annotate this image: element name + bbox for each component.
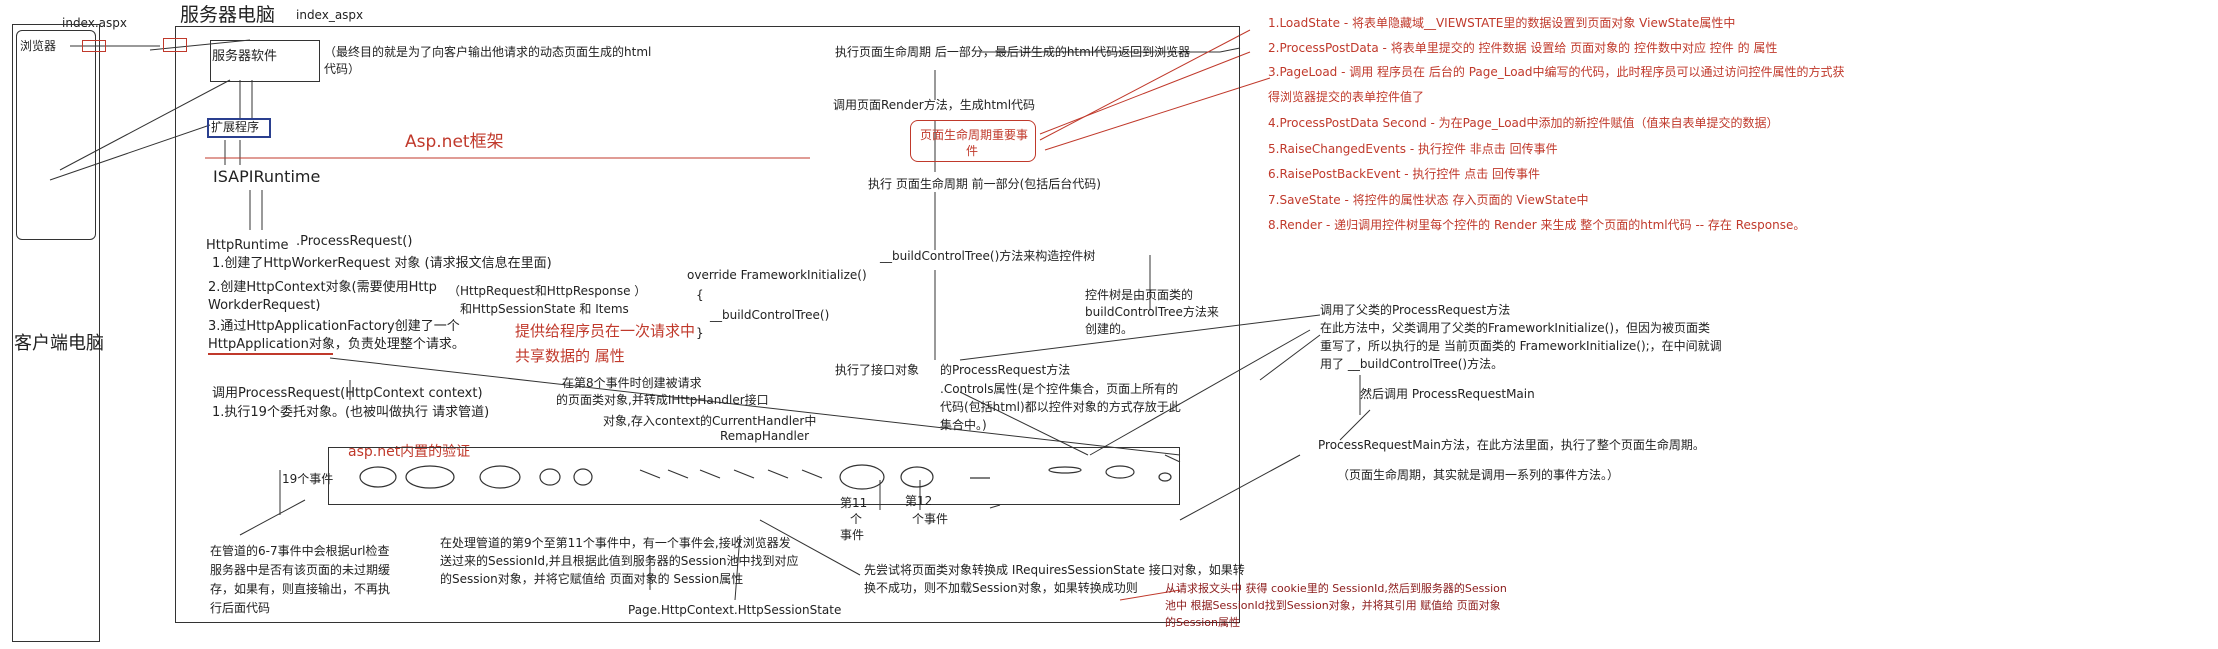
- index-aspx-right-label: index_aspx: [296, 8, 364, 22]
- lifecycle-front-label: 执行 页面生命周期 前一部分(包括后台代码): [868, 177, 1101, 191]
- event12-b: 个事件: [912, 512, 949, 526]
- server-request-marker: [163, 38, 187, 52]
- nineteen-events-label: 19个事件: [282, 472, 334, 486]
- important-events-1: 页面生命周期重要事: [920, 128, 1029, 142]
- tree-note-1: 控件树是由页面类的: [1085, 288, 1194, 302]
- session-convert-1: 先尝试将页面类对象转换成 IRequiresSessionState 接口对象，…: [864, 563, 1245, 577]
- controls-note-2: 代码(包括html)都以控件对象的方式存放于此: [940, 400, 1181, 414]
- session-note-1: 在处理管道的第9个至第11个事件中，有一个事件会,接收浏览器发: [440, 536, 791, 550]
- context-note-1: （HttpRequest和HttpResponse ）: [448, 284, 647, 298]
- parent-note-6: ProcessRequestMain方法，在此方法里面，执行了整个页面生命周期。: [1318, 438, 1705, 452]
- event8-note-3: 对象,存入context的CurrentHandler中: [603, 414, 817, 428]
- important-events-2: 件: [966, 144, 979, 158]
- cache-note-1: 在管道的6-7事件中会根据url检查: [210, 544, 390, 558]
- request-marker: [82, 40, 106, 52]
- override-label: override FrameworkInitialize(): [687, 268, 867, 282]
- event8-note-1: 在第8个事件时创建被请求: [562, 376, 702, 390]
- call-process-request: 调用ProcessRequest(HttpContext context): [212, 386, 483, 401]
- lifecycle-event-item: 6.RaisePostBackEvent - 执行控件 点击 回传事件: [1268, 167, 1541, 181]
- cache-note-4: 行后面代码: [210, 601, 271, 615]
- step-3a: 3.通过HttpApplicationFactory创建了一个: [208, 319, 460, 334]
- context-note-2: 和HttpSessionState 和 Items: [460, 302, 629, 316]
- exec-interface-label: 执行了接口对象: [835, 363, 920, 377]
- parent-note-2: 在此方法中，父类调用了父类的FrameworkInitialize()，但因为被…: [1320, 321, 1711, 335]
- important-events-box: [910, 120, 1036, 162]
- lifecycle-end-label: 执行页面生命周期 后一部分，最后讲生成的html代码返回到浏览器: [835, 45, 1191, 59]
- index-aspx-label: index.aspx: [62, 16, 127, 30]
- httpruntime-label: HttpRuntime: [206, 238, 289, 253]
- controls-note-3: 集合中。): [940, 418, 987, 432]
- session-cookie-3: 的Session属性: [1165, 616, 1240, 629]
- server-computer-title: 服务器电脑: [180, 4, 276, 26]
- pipeline-box: [328, 447, 1180, 505]
- event11-c: 事件: [840, 528, 865, 542]
- session-path: Page.HttpContext.HttpSessionState: [628, 603, 842, 617]
- application-underline: [208, 353, 333, 355]
- cache-note-3: 存，如果有，则直接输出，不再执: [210, 582, 391, 596]
- remap-handler-label: RemapHandler: [720, 429, 810, 443]
- step-2b: WorkderRequest): [208, 298, 321, 313]
- lifecycle-event-item: 7.SaveState - 将控件的属性状态 存入页面的 ViewState中: [1268, 193, 1589, 207]
- session-cookie-2: 池中 根据SessionId找到Session对象，并将其引用 赋值给 页面对象: [1165, 599, 1501, 612]
- parent-note-7: （页面生命周期，其实就是调用一系列的事件方法。）: [1337, 468, 1620, 482]
- controls-note-1: .Controls属性(是个控件集合，页面上所有的: [940, 382, 1179, 396]
- build-tree-label: __buildControlTree()方法来构造控件树: [880, 249, 1096, 263]
- lifecycle-event-item: 5.RaiseChangedEvents - 执行控件 非点击 回传事件: [1268, 142, 1558, 156]
- session-convert-2: 换不成功，则不加载Session对象，如果转换成功则: [864, 581, 1138, 595]
- step-1: 1.创建了HttpWorkerRequest 对象 (请求报文信息在里面): [212, 256, 552, 271]
- parent-note-3: 重写了，所以执行的是 当前页面类的 FrameworkInitialize();…: [1320, 339, 1722, 353]
- lifecycle-event-item: 8.Render - 递归调用控件树里每个控件的 Render 来生成 整个页面…: [1268, 218, 1806, 232]
- event11-b: 个: [850, 512, 863, 526]
- session-note-2: 送过来的SessionId,并且根据此值到服务器的Session池中找到对应: [440, 554, 799, 568]
- server-software-box: [210, 40, 320, 82]
- step-3b: HttpApplication对象，负责处理整个请求。: [208, 337, 465, 352]
- lifecycle-event-item: 4.ProcessPostData Second - 为在Page_Load中添…: [1268, 116, 1779, 130]
- browser-window: [16, 30, 96, 240]
- lifecycle-event-item: 1.LoadState - 将表单隐藏域__VIEWSTATE里的数据设置到页面…: [1268, 16, 1736, 30]
- tree-note-2: buildControlTree方法来: [1085, 305, 1219, 319]
- server-computer-panel: [175, 26, 1240, 623]
- isapi-runtime-label: ISAPIRuntime: [213, 167, 321, 186]
- cache-note-2: 服务器中是否有该页面的未过期缓: [210, 563, 391, 577]
- extension-box: [207, 118, 271, 138]
- builtin-auth-label: asp.net内置的验证: [348, 444, 471, 460]
- client-computer-title: 客户端电脑: [14, 333, 104, 354]
- lifecycle-event-item: 得浏览器提交的表单控件值了: [1268, 90, 1425, 104]
- brace-open: {: [696, 288, 704, 302]
- client-computer-panel: [12, 24, 100, 642]
- provide-note-2: 共享数据的 属性: [515, 347, 625, 365]
- render-label: 调用页面Render方法，生成html代码: [833, 98, 1036, 112]
- brace-close: }: [696, 326, 704, 340]
- server-software-note-2: 代码）: [324, 62, 361, 76]
- aspnet-framework-label: Asp.net框架: [405, 132, 504, 152]
- execute-delegates: 1.执行19个委托对象。(也被叫做执行 请求管道): [212, 405, 490, 420]
- process-request-label: .ProcessRequest(): [296, 234, 413, 249]
- build-call-label: __buildControlTree(): [710, 308, 830, 322]
- browser-label: 浏览器: [20, 39, 57, 53]
- tree-note-3: 创建的。: [1085, 322, 1134, 336]
- event8-note-2: 的页面类对象,并转成IHttpHandler接口: [556, 393, 769, 407]
- event12-a: 第12: [905, 494, 933, 508]
- server-software-note-1: （最终目的就是为了向客户输出他请求的动态页面生成的html: [324, 45, 652, 59]
- event11-a: 第11: [840, 496, 868, 510]
- step-2a: 2.创建HttpContext对象(需要使用Http: [208, 280, 437, 295]
- lifecycle-event-item: 2.ProcessPostData - 将表单里提交的 控件数据 设置给 页面对…: [1268, 41, 1778, 55]
- extension-label: 扩展程序: [211, 120, 260, 134]
- process-request-method-label: 的ProcessRequest方法: [940, 363, 1071, 377]
- provide-note-1: 提供给程序员在一次请求中: [515, 322, 696, 340]
- parent-note-1: 调用了父类的ProcessRequest方法: [1320, 303, 1511, 317]
- parent-note-5: 然后调用 ProcessRequestMain: [1360, 387, 1535, 401]
- lifecycle-event-item: 3.PageLoad - 调用 程序员在 后台的 Page_Load中编写的代码…: [1268, 65, 1845, 79]
- session-note-3: 的Session对象，并将它赋值给 页面对象的 Session属性: [440, 572, 744, 586]
- server-software-label: 服务器软件: [212, 49, 278, 64]
- parent-note-4: 用了 __buildControlTree()方法。: [1320, 357, 1504, 371]
- session-cookie-1: 从请求报文头中 获得 cookie里的 SessionId,然后到服务器的Ses…: [1165, 582, 1507, 595]
